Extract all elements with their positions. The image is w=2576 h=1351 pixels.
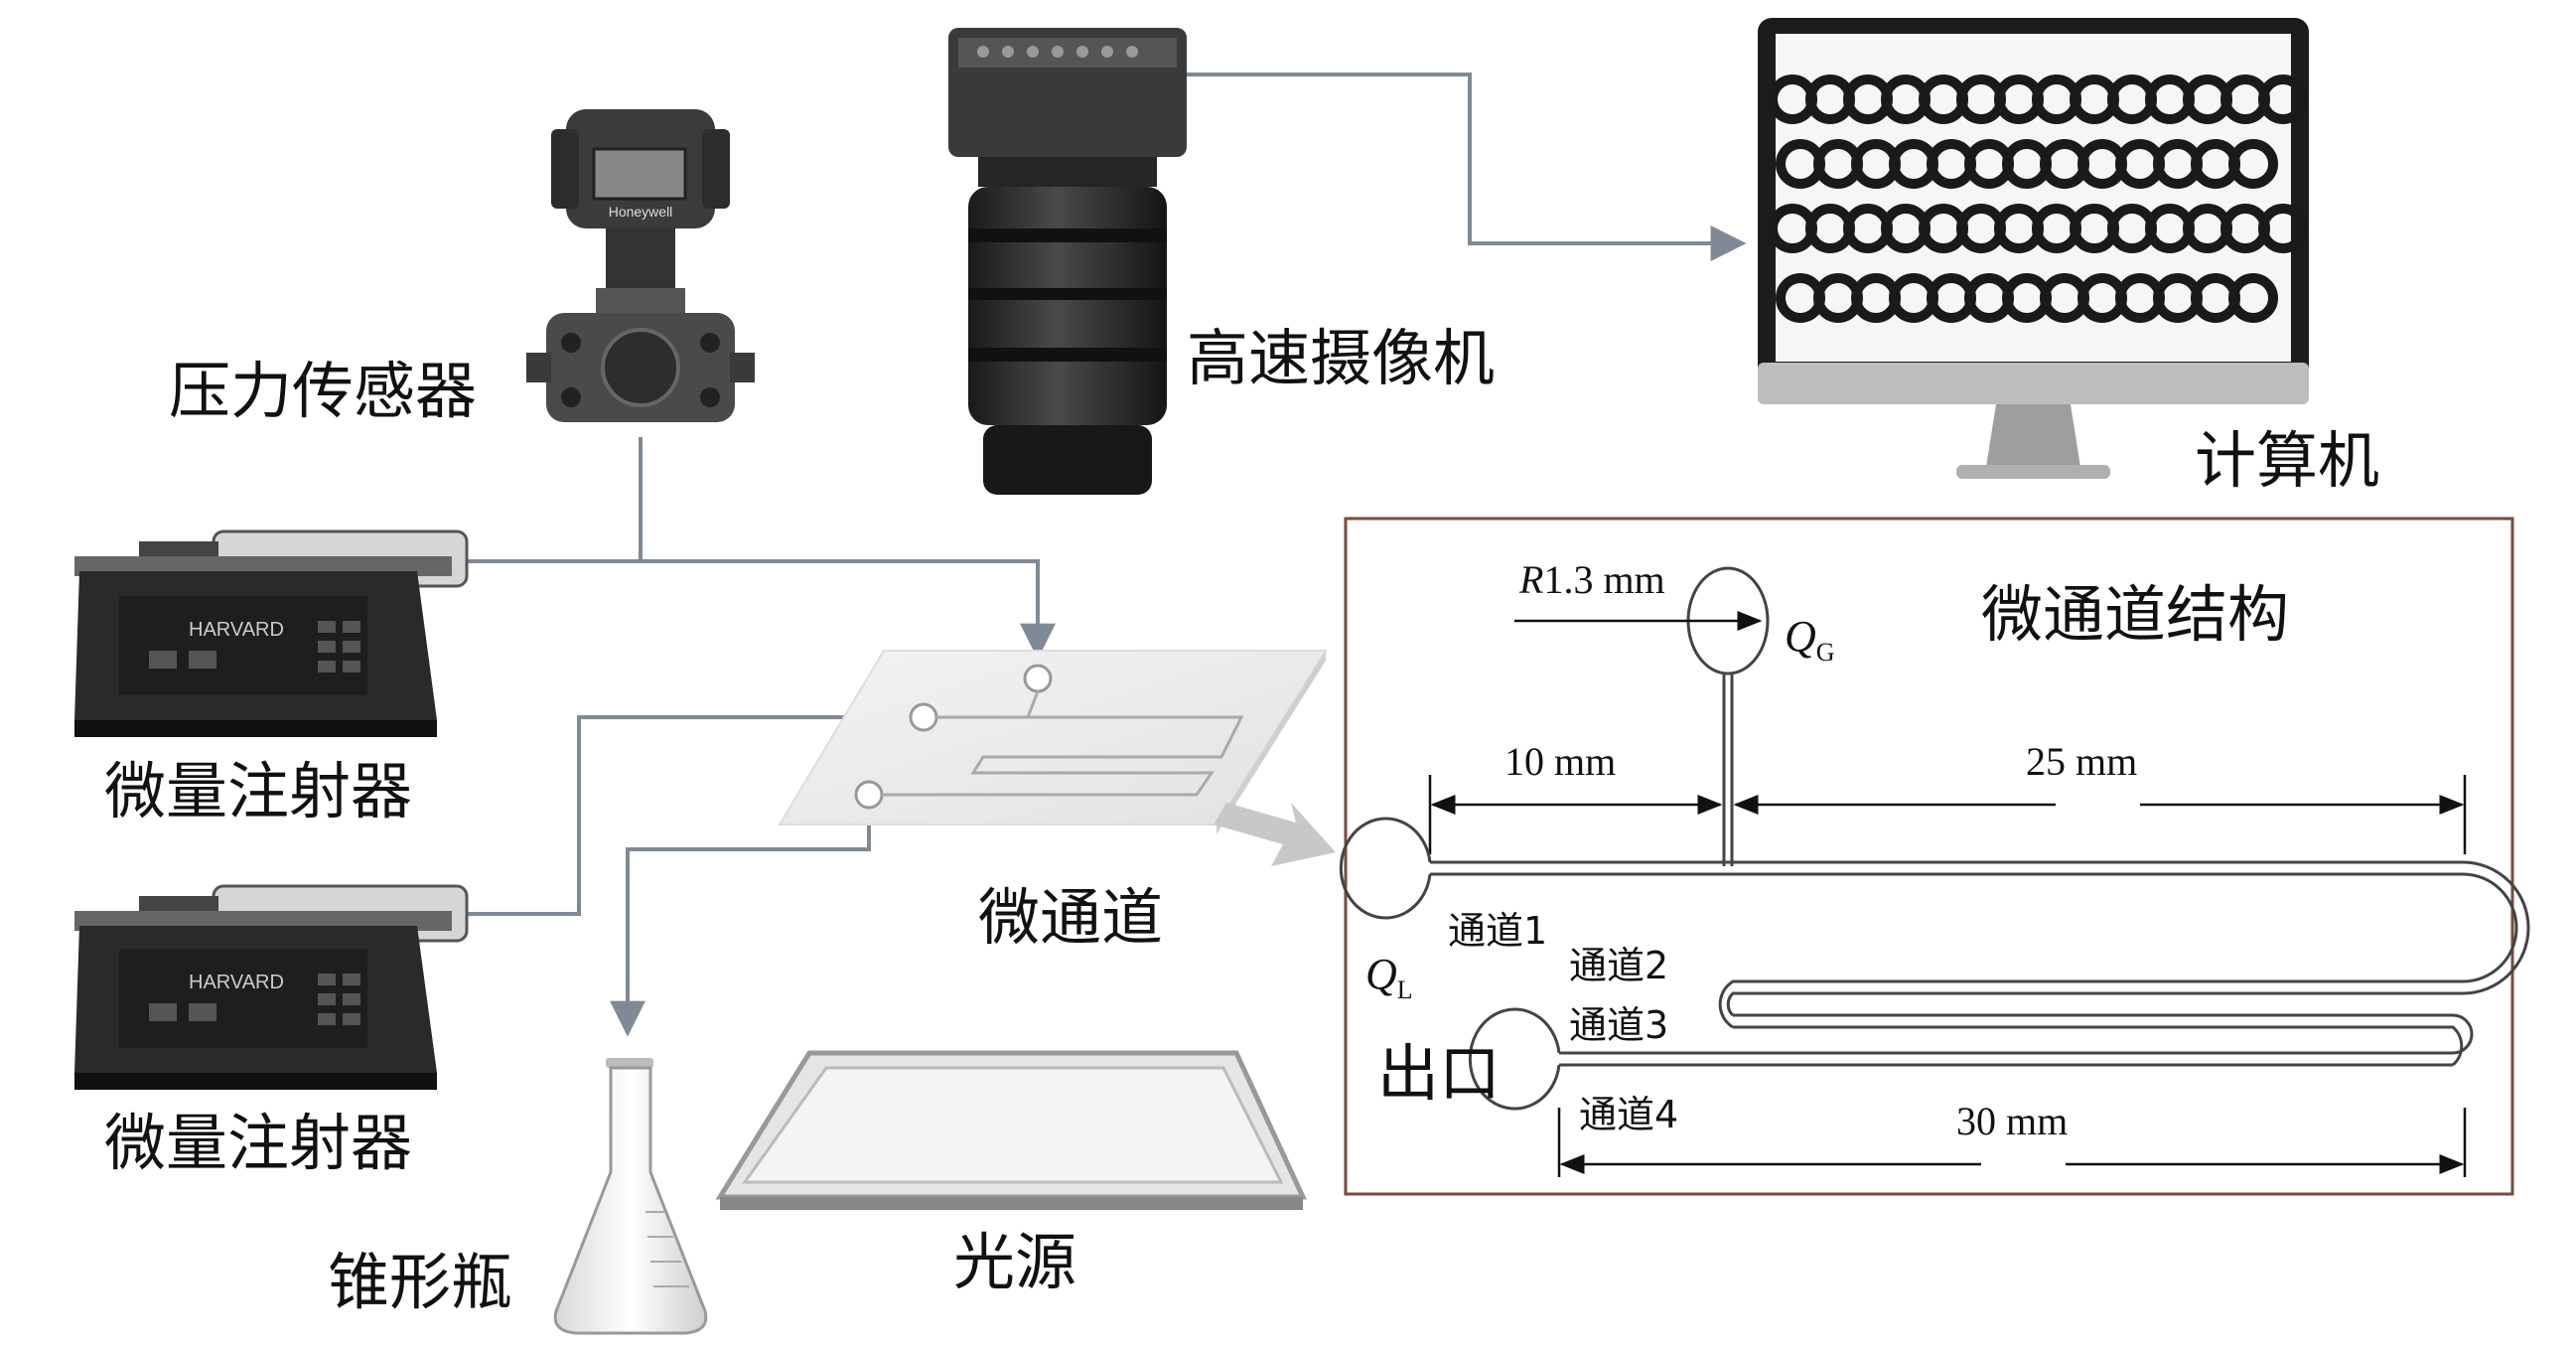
conical-flask <box>553 1058 708 1335</box>
bubble <box>2228 273 2278 323</box>
light-source <box>715 1050 1307 1210</box>
bubble <box>2258 204 2308 253</box>
bubble <box>2228 139 2278 189</box>
channel-1-label: 通道1 <box>1448 909 1547 953</box>
label-syringe-pump-2: 微量注射器 <box>104 1107 412 1179</box>
label-conical-flask: 锥形瓶 <box>328 1246 512 1318</box>
camera-to-computer-line <box>1187 73 1747 261</box>
pressure-sensor: Honeywell <box>526 109 755 422</box>
syringe-pump-1: HARVARD <box>74 529 469 737</box>
radius-label: R1.3 mm <box>1518 557 1665 602</box>
pump1-brand: HARVARD <box>189 619 284 641</box>
pump1-to-chip-line <box>467 559 1056 660</box>
microchannel-structure-panel: 微通道结构 R1.3 mm QG 10 mm 25 mm 通 <box>1339 517 2530 1196</box>
syringe-pump-2: HARVARD <box>74 884 469 1090</box>
channel-3-label: 通道3 <box>1569 1003 1668 1047</box>
microchannel-chip <box>778 650 1328 834</box>
outlet-label: 出口 <box>1377 1037 1501 1110</box>
channel-2-label: 通道2 <box>1569 944 1668 987</box>
label-pressure-sensor: 压力传感器 <box>169 355 477 427</box>
label-syringe-pump-1: 微量注射器 <box>104 755 412 827</box>
zoom-arrow <box>1214 803 1336 866</box>
label-microchannel: 微通道 <box>978 881 1163 954</box>
ql-label: QL <box>1365 950 1413 1004</box>
chip-to-flask-line <box>610 795 871 1037</box>
dim-10mm: 10 mm <box>1504 739 1616 784</box>
label-light-source: 光源 <box>953 1226 1076 1298</box>
bubble-train-image <box>1768 75 2308 323</box>
high-speed-camera <box>948 28 1187 495</box>
pump2-brand: HARVARD <box>189 972 284 993</box>
sensor-brand: Honeywell <box>609 204 673 220</box>
channel-4-label: 通道4 <box>1579 1093 1678 1136</box>
bubble <box>2258 75 2308 124</box>
dim-30mm: 30 mm <box>1956 1099 2068 1143</box>
label-microchannel-structure: 微通道结构 <box>1981 578 2289 651</box>
pump2-to-chip-line <box>467 699 913 916</box>
label-high-speed-camera: 高速摄像机 <box>1187 322 1495 394</box>
label-computer: 计算机 <box>2195 424 2379 497</box>
dim-25mm: 25 mm <box>2026 739 2137 784</box>
computer-monitor <box>1758 18 2309 479</box>
qg-label: QG <box>1785 612 1835 667</box>
